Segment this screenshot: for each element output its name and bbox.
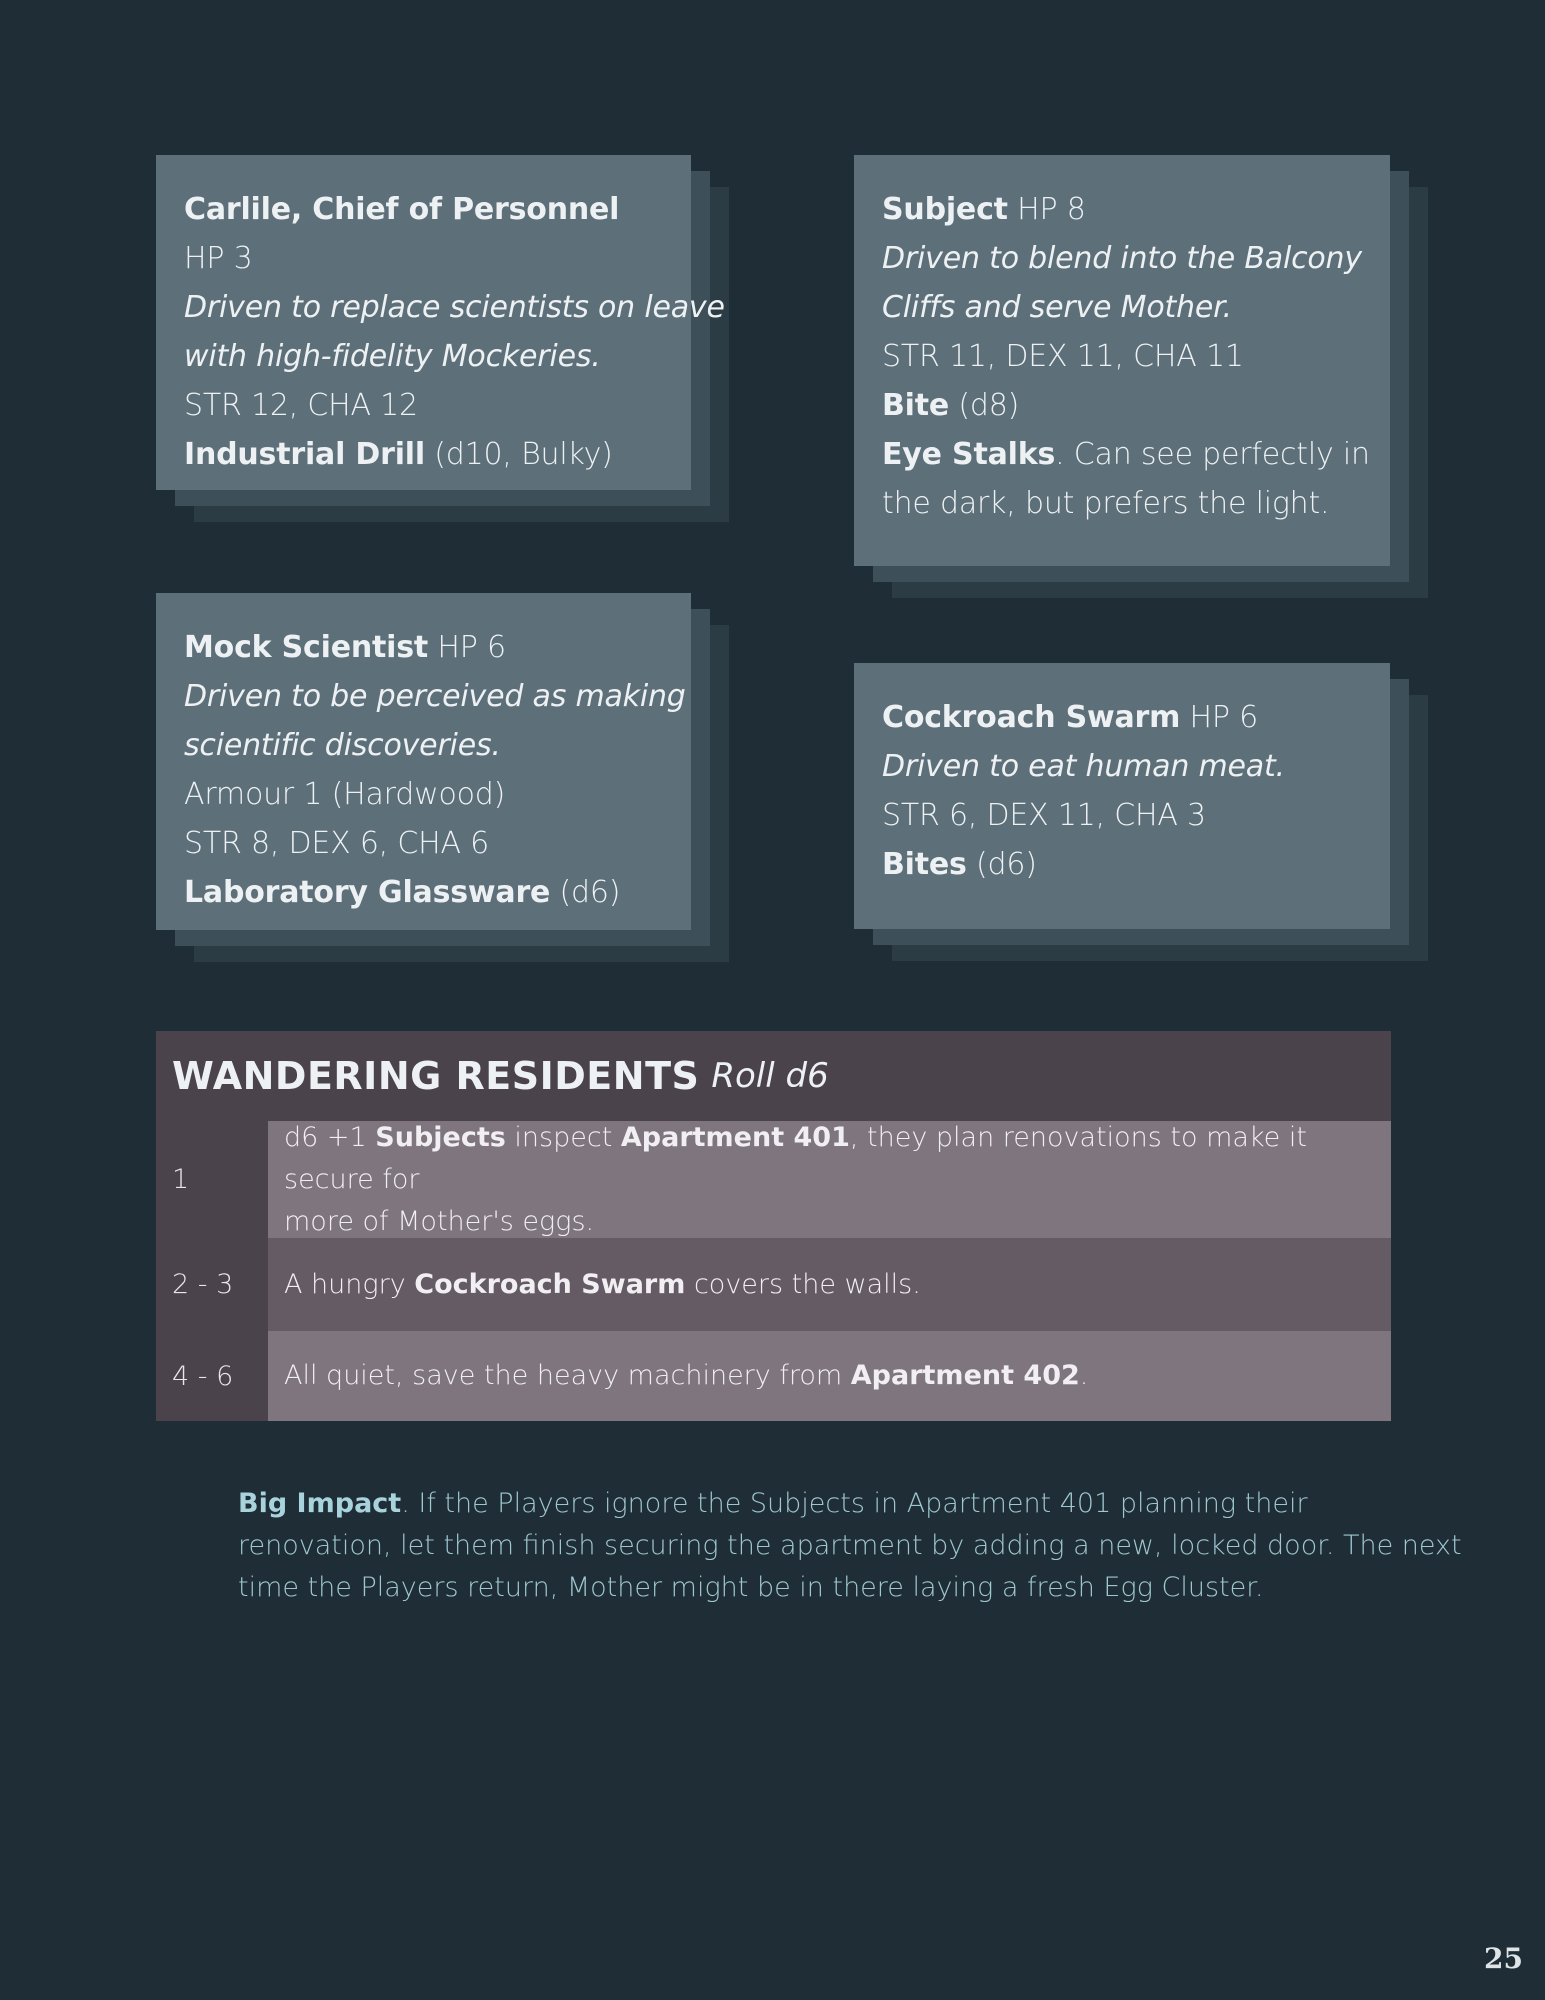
creature-name: Cockroach Swarm	[882, 700, 1181, 735]
attack-detail: (d6)	[550, 875, 621, 910]
table-row: 4 - 6 All quiet, save the heavy machiner…	[156, 1331, 1391, 1421]
roll-result: All quiet, save the heavy machinery from…	[268, 1331, 1391, 1421]
roll-value: 4 - 6	[156, 1331, 268, 1421]
big-impact-note: Big Impact. If the Players ignore the Su…	[238, 1483, 1462, 1609]
creature-drive: Cliffs and serve Mother.	[882, 290, 1232, 325]
table-subtitle: Roll d6	[711, 1056, 829, 1096]
result-text: more of Mother's eggs.	[284, 1205, 595, 1237]
creature-drive: with high-fidelity Mockeries.	[184, 339, 601, 374]
table-row: 2 - 3 A hungry Cockroach Swarm covers th…	[156, 1238, 1391, 1331]
result-text: All quiet, save the heavy machinery from	[284, 1360, 851, 1391]
creature-hp: HP 6	[428, 630, 506, 665]
roll-value: 1	[156, 1121, 268, 1238]
creature-hp: HP 3	[184, 241, 253, 276]
creature-stats: STR 8, DEX 6, CHA 6	[184, 826, 490, 861]
ability-name: Eye Stalks	[882, 437, 1056, 472]
creature-hp: HP 6	[1180, 700, 1259, 735]
card-body: Subject HP 8 Driven to blend into the Ba…	[854, 155, 1390, 566]
roll-result: d6 +1 Subjects inspect Apartment 401, th…	[268, 1121, 1391, 1238]
card-body: Mock Scientist HP 6 Driven to be perceiv…	[156, 593, 691, 930]
creature-drive: Driven to eat human meat.	[882, 749, 1285, 784]
table-header: WANDERING RESIDENTS Roll d6	[156, 1031, 1391, 1121]
creature-name: Subject	[882, 192, 1008, 227]
attack-name: Bite	[882, 388, 950, 423]
attack-detail: (d10, Bulky)	[424, 437, 613, 472]
creature-drive: Driven to blend into the Balcony	[882, 241, 1362, 276]
table-title: WANDERING RESIDENTS	[172, 1054, 700, 1098]
wandering-residents-table: WANDERING RESIDENTS Roll d6 1 d6 +1 Subj…	[156, 1031, 1391, 1421]
creature-drive: Driven to be perceived as making	[184, 679, 686, 714]
creature-stats: STR 6, DEX 11, CHA 3	[882, 798, 1206, 833]
result-text: inspect	[505, 1121, 621, 1153]
result-keyword: Apartment 401	[620, 1121, 850, 1153]
roll-value: 2 - 3	[156, 1238, 268, 1331]
note-text: time the Players return, Mother might be…	[238, 1572, 1264, 1603]
attack-name: Bites	[882, 847, 967, 882]
ability-text: . Can see perfectly in	[1055, 437, 1370, 472]
result-text: , they plan renovations to make it secur…	[284, 1121, 1307, 1195]
result-keyword: Apartment 402	[850, 1360, 1080, 1391]
creature-name: Mock Scientist	[184, 630, 429, 665]
creature-name: Carlile, Chief of Personnel	[184, 192, 620, 227]
result-keyword: Subjects	[375, 1121, 506, 1153]
card-body: Cockroach Swarm HP 6 Driven to eat human…	[854, 663, 1390, 929]
attack-detail: (d8)	[949, 388, 1020, 423]
note-text: renovation, let them finish securing the…	[238, 1530, 1462, 1561]
creature-stats: STR 12, CHA 12	[184, 388, 418, 423]
attack-name: Laboratory Glassware	[184, 875, 551, 910]
result-text: A hungry	[284, 1268, 415, 1300]
result-text: d6 +1	[284, 1121, 376, 1153]
note-text: . If the Players ignore the Subjects in …	[401, 1488, 1308, 1519]
attack-name: Industrial Drill	[184, 437, 425, 472]
roll-result: A hungry Cockroach Swarm covers the wall…	[268, 1238, 1391, 1331]
creature-stats: STR 11, DEX 11, CHA 11	[882, 339, 1244, 374]
note-heading: Big Impact	[238, 1488, 402, 1519]
result-text: .	[1079, 1360, 1089, 1391]
creature-hp: HP 8	[1007, 192, 1086, 227]
page-number: 25	[1484, 1942, 1523, 1975]
card-body: Carlile, Chief of Personnel HP 3 Driven …	[156, 155, 725, 490]
result-keyword: Cockroach Swarm	[414, 1268, 686, 1300]
creature-armour: Armour 1 (Hardwood)	[184, 777, 506, 812]
result-text: covers the walls.	[685, 1268, 921, 1300]
attack-detail: (d6)	[966, 847, 1037, 882]
creature-drive: scientific discoveries.	[184, 728, 501, 763]
ability-text: the dark, but prefers the light.	[882, 486, 1330, 521]
table-row: 1 d6 +1 Subjects inspect Apartment 401, …	[156, 1121, 1391, 1238]
creature-drive: Driven to replace scientists on leave	[184, 290, 725, 325]
